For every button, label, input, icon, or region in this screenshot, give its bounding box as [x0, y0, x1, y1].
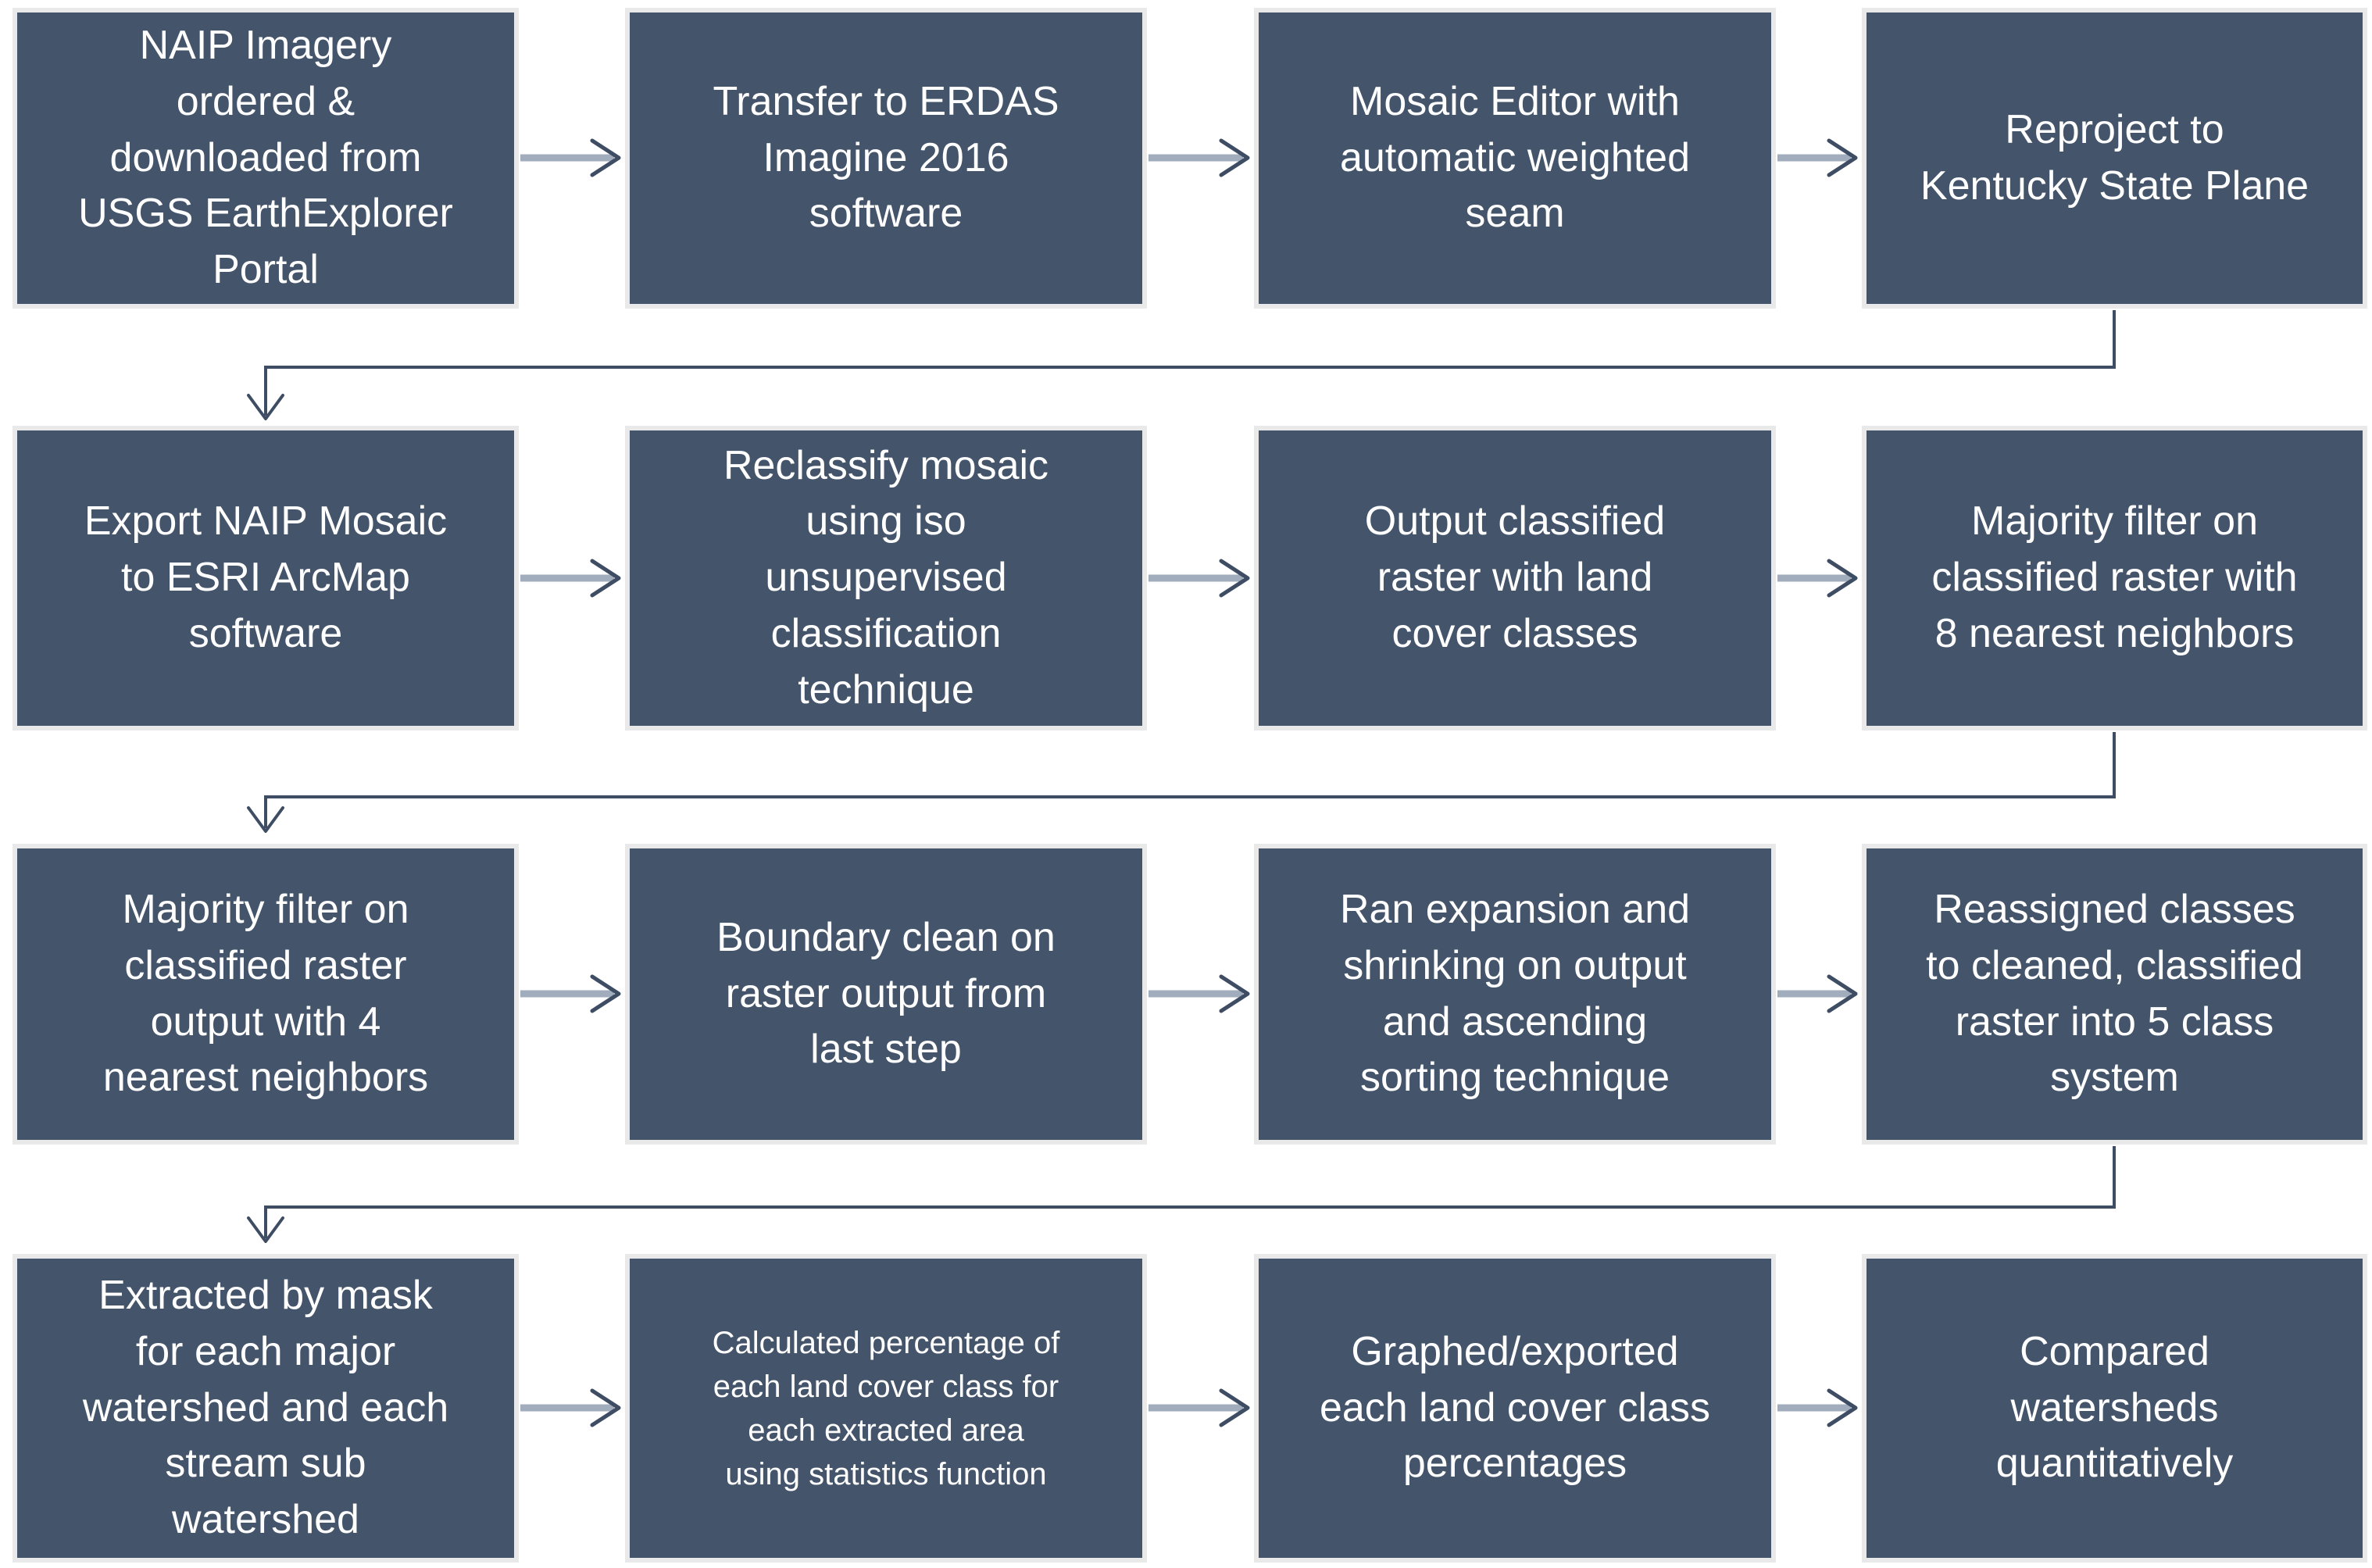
step-14-label: Calculated percentage of each land cover…: [712, 1325, 1060, 1491]
arrowhead-down-icon: [247, 806, 284, 833]
arrow-row4-step13-to-step14: [520, 1388, 621, 1427]
step-10-boundary-clean: Boundary clean on raster output from las…: [625, 844, 1147, 1145]
step-1-naip-imagery-download: NAIP Imagery ordered & downloaded from U…: [13, 8, 519, 309]
arrow-row4-step15-to-step16: [1777, 1388, 1858, 1427]
arrowhead-right-icon: [1827, 559, 1858, 598]
arrowhead-right-icon: [590, 559, 621, 598]
step-13-label: Extracted by mask for each major watersh…: [82, 1273, 449, 1543]
step-15-graph-export-percentages: Graphed/exported each land cover class p…: [1254, 1254, 1776, 1563]
step-3-label: Mosaic Editor with automatic weighted se…: [1339, 78, 1691, 237]
arrowhead-right-icon: [1219, 974, 1250, 1013]
arrowhead-right-icon: [1827, 138, 1858, 177]
arrowhead-right-icon: [1827, 974, 1858, 1013]
step-4-label: Reproject to Kentucky State Plane: [1920, 106, 2309, 209]
step-12-reassign-5-class-system: Reassigned classes to cleaned, classifie…: [1862, 844, 2367, 1145]
step-16-compare-watersheds: Compared watersheds quantitatively: [1862, 1254, 2367, 1563]
arrow-row2-step7-to-step8: [1777, 559, 1858, 598]
step-11-label: Ran expansion and shrinking on output an…: [1339, 887, 1691, 1101]
wrap-connector-row1-to-row2: [247, 310, 2116, 420]
step-9-label: Majority filter on classified raster out…: [102, 887, 429, 1101]
step-7-label: Output classified raster with land cover…: [1364, 498, 1666, 656]
step-10-label: Boundary clean on raster output from las…: [716, 914, 1056, 1073]
step-5-export-to-arcmap: Export NAIP Mosaic to ESRI ArcMap softwa…: [13, 426, 519, 730]
arrow-row1-step3-to-step4: [1777, 138, 1858, 177]
step-16-label: Compared watersheds quantitatively: [1995, 1328, 2234, 1487]
arrowhead-right-icon: [590, 1388, 621, 1427]
step-14-calculate-percentages: Calculated percentage of each land cover…: [625, 1254, 1147, 1563]
arrowhead-down-icon: [247, 1216, 284, 1243]
step-5-label: Export NAIP Mosaic to ESRI ArcMap softwa…: [84, 498, 448, 656]
arrowhead-right-icon: [1827, 1388, 1858, 1427]
step-6-reclassify-iso-unsupervised: Reclassify mosaic using iso unsupervised…: [625, 426, 1147, 730]
arrowhead-right-icon: [590, 138, 621, 177]
arrowhead-right-icon: [1219, 138, 1250, 177]
step-3-mosaic-editor: Mosaic Editor with automatic weighted se…: [1254, 8, 1776, 309]
arrowhead-down-icon: [247, 394, 284, 420]
arrowhead-right-icon: [590, 974, 621, 1013]
step-4-reproject-state-plane: Reproject to Kentucky State Plane: [1862, 8, 2367, 309]
wrap-connector-row3-to-row4: [247, 1146, 2116, 1243]
step-11-expansion-shrinking: Ran expansion and shrinking on output an…: [1254, 844, 1776, 1145]
step-8-majority-filter-8-neighbors: Majority filter on classified raster wit…: [1862, 426, 2367, 730]
step-6-label: Reclassify mosaic using iso unsupervised…: [723, 442, 1049, 713]
step-2-transfer-erdas-imagine: Transfer to ERDAS Imagine 2016 software: [625, 8, 1147, 309]
arrow-row3-step11-to-step12: [1777, 974, 1858, 1013]
arrow-row4-step14-to-step15: [1148, 1388, 1250, 1427]
arrow-row1-step1-to-step2: [520, 138, 621, 177]
arrow-row1-step2-to-step3: [1148, 138, 1250, 177]
wrap-connector-row2-to-row3: [247, 732, 2116, 833]
arrowhead-right-icon: [1219, 1388, 1250, 1427]
step-15-label: Graphed/exported each land cover class p…: [1319, 1328, 1711, 1487]
step-1-label: NAIP Imagery ordered & downloaded from U…: [78, 23, 453, 293]
arrowhead-right-icon: [1219, 559, 1250, 598]
step-7-output-classified-raster: Output classified raster with land cover…: [1254, 426, 1776, 730]
step-9-majority-filter-4-neighbors: Majority filter on classified raster out…: [13, 844, 519, 1145]
step-12-label: Reassigned classes to cleaned, classifie…: [1926, 887, 2303, 1101]
step-13-extract-by-mask: Extracted by mask for each major watersh…: [13, 1254, 519, 1563]
step-2-label: Transfer to ERDAS Imagine 2016 software: [713, 78, 1059, 237]
arrow-row3-step9-to-step10: [520, 974, 621, 1013]
step-8-label: Majority filter on classified raster wit…: [1931, 498, 2298, 656]
arrow-row2-step6-to-step7: [1148, 559, 1250, 598]
arrow-row2-step5-to-step6: [520, 559, 621, 598]
arrow-row3-step10-to-step11: [1148, 974, 1250, 1013]
